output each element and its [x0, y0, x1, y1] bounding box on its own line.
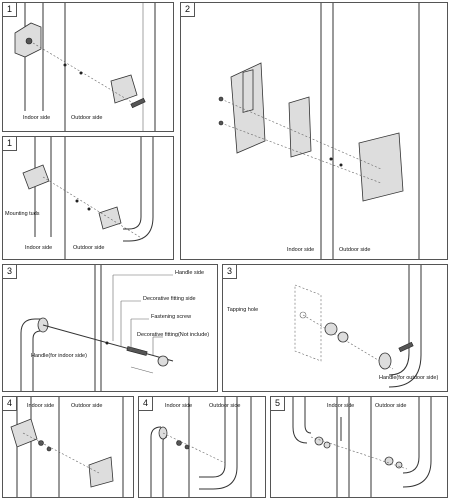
panel-4b-drawing [150, 397, 252, 497]
panel-1a-drawing [14, 3, 156, 131]
step-number: 3 [3, 265, 17, 279]
indoor-side-label: Indoor side [165, 403, 193, 409]
panel-step-5: 5 Indoor side Outdoor side [270, 396, 448, 498]
decorative-fitting-not-include-label: Decorative fitting(Not include) [137, 332, 210, 338]
fastening-screw-label: Fastening screw [151, 314, 192, 320]
handle-side-label: Handle side [175, 270, 205, 276]
panel-step-2: 2 Indoor side Outdoor side [180, 2, 448, 260]
panel-4a-drawing [10, 397, 124, 497]
panel-3a-drawing [20, 265, 174, 391]
indoor-side-label: Indoor side [27, 403, 55, 409]
panel-5-drawing [292, 397, 432, 497]
step-number: 3 [223, 265, 237, 279]
outdoor-side-label: Outdoor side [71, 403, 103, 409]
handle-indoor-label: Handle(for indoor side) [31, 353, 87, 359]
panel-step-3a: 3 Handle side Decorative fitting side Fa… [2, 264, 218, 392]
indoor-side-label: Indoor side [25, 245, 53, 251]
panel-step-1a: 1 Indoor side Outdoor side [2, 2, 174, 132]
indoor-side-label: Indoor side [327, 403, 355, 409]
tapping-hole-label: Tapping hole [227, 307, 259, 313]
panel-1b-drawing [22, 137, 154, 259]
panel-2-drawing [218, 3, 420, 259]
decorative-fitting-side-label: Decorative fitting side [143, 296, 196, 302]
panel-step-4b: 4 Indoor side Outdoor side [138, 396, 266, 498]
panel-step-1b: 1 Mounting tuds Indoor side Outdoor side [2, 136, 174, 260]
outdoor-side-label: Outdoor side [375, 403, 407, 409]
handle-outdoor-label: Handle(for outdoor side) [379, 375, 439, 381]
indoor-side-label: Indoor side [23, 115, 51, 121]
step-number: 5 [271, 397, 285, 411]
panel-3b-drawing [294, 265, 422, 388]
outdoor-side-label: Outdoor side [73, 245, 105, 251]
step-number: 1 [3, 3, 17, 17]
step-number: 1 [3, 137, 17, 151]
panel-step-4a: 4 Indoor side Outdoor side [2, 396, 134, 498]
step-number: 4 [3, 397, 17, 411]
step-number: 2 [181, 3, 195, 17]
mounting-tuds-label: Mounting tuds [5, 211, 40, 217]
outdoor-side-label: Outdoor side [209, 403, 241, 409]
outdoor-side-label: Outdoor side [339, 247, 371, 253]
panel-step-3b: 3 Tapping hole Handle(for outdoor side) [222, 264, 448, 392]
indoor-side-label: Indoor side [287, 247, 315, 253]
step-number: 4 [139, 397, 153, 411]
outdoor-side-label: Outdoor side [71, 115, 103, 121]
